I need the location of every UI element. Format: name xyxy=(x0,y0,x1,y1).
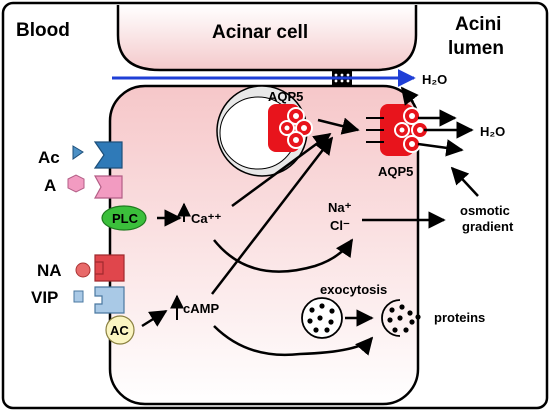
ca-to-ion-arrow xyxy=(213,238,354,273)
aqp5-vesicle-channels xyxy=(268,104,313,152)
ca-to-aqp5-arrow xyxy=(231,132,332,208)
na-ion-label: Na⁺ xyxy=(328,200,352,215)
water-out-arrow-3 xyxy=(417,139,464,157)
camp-label: cAMP xyxy=(183,301,219,316)
ac-to-camp-arrow xyxy=(141,309,168,328)
na-ligand-shape xyxy=(75,262,91,278)
na-ligand-label: NA xyxy=(37,261,62,280)
a-ligand-label: A xyxy=(44,176,56,195)
osmotic-to-aqp5-arrow xyxy=(450,166,479,197)
osmotic-to-lumen-arrow xyxy=(400,86,419,106)
vip-receptor xyxy=(94,286,125,314)
osmotic-label-line1: osmotic xyxy=(460,203,510,218)
vesicle-fusion-arrow xyxy=(317,117,360,135)
ac-receptor xyxy=(93,141,123,169)
a-ligand-shape xyxy=(67,174,85,193)
acini-lumen-label-line1: Acini xyxy=(455,14,501,35)
acinar-cell-label: Acinar cell xyxy=(212,22,308,43)
released-proteins xyxy=(387,304,421,333)
ac-enzyme xyxy=(105,315,135,345)
na-receptor xyxy=(94,254,125,282)
proteins-label: proteins xyxy=(434,310,485,325)
plc-enzyme xyxy=(101,205,147,231)
blood-label: Blood xyxy=(16,20,70,41)
cl-ion-label: Cl⁻ xyxy=(330,218,350,233)
granule-proteins xyxy=(307,303,335,333)
aqp5-membrane-label: AQP5 xyxy=(378,164,413,179)
aqp5-vesicle-label: AQP5 xyxy=(268,89,303,104)
exocytosis-label: exocytosis xyxy=(320,282,387,297)
ac-ligand-label: Ac xyxy=(38,148,60,167)
ac-enzyme-label: AC xyxy=(110,323,129,338)
ac-ligand-shape xyxy=(72,145,84,160)
aqp5-membrane-channels xyxy=(366,104,429,156)
vip-ligand-label: VIP xyxy=(31,288,58,307)
acini-lumen-label-line2: lumen xyxy=(448,38,504,59)
h2o-right-label: H₂O xyxy=(480,124,505,139)
ca-label: Ca⁺⁺ xyxy=(191,211,221,226)
released-granule xyxy=(381,299,401,337)
plc-label: PLC xyxy=(112,211,139,226)
h2o-top-label: H₂O xyxy=(422,72,447,87)
top-acinar-cell xyxy=(116,5,418,72)
camp-to-exocytosis-arrow xyxy=(213,325,374,357)
camp-to-aqp5-arrow xyxy=(211,136,334,295)
vip-ligand-shape xyxy=(73,290,84,303)
osmotic-label-line2: gradient xyxy=(462,219,514,234)
a-receptor xyxy=(93,175,123,199)
